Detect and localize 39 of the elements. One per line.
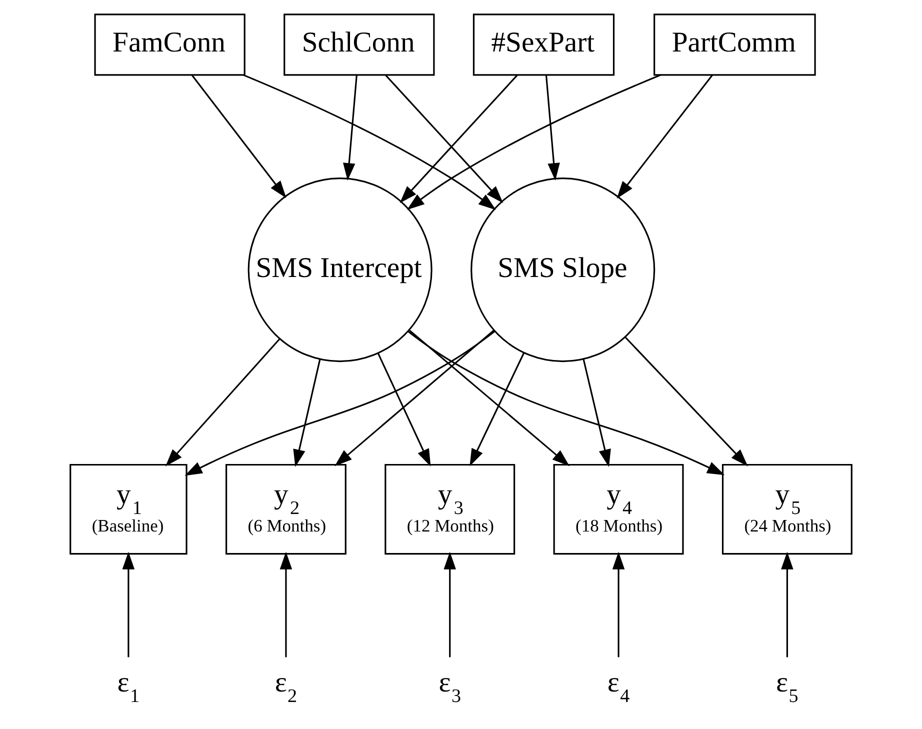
node-box: y$_{1}$ (Baseline) (70, 464, 188, 555)
arrow (545, 75, 560, 181)
node-box: y$_{5}$ (24 Months) (722, 464, 852, 555)
node-box: FamConn (94, 14, 246, 76)
node-box: y$_{2}$ (6 Months) (226, 464, 346, 555)
node-circle: SMS Intercept (248, 178, 432, 362)
node-text: ε$_{2}$ (274, 666, 298, 707)
arrow (616, 74, 713, 199)
node-circle: SMS Slope (470, 178, 656, 362)
arrow (343, 75, 358, 181)
arrow (385, 74, 504, 204)
node-box: y$_{4}$ (18 Months) (553, 464, 684, 555)
arrow (400, 74, 518, 204)
node-box: #SexPart (472, 14, 615, 76)
node-box: PartComm (654, 14, 816, 76)
arrow (781, 552, 794, 658)
arrow (406, 74, 661, 210)
node-text: ε$_{4}$ (607, 666, 630, 707)
arrow (334, 330, 494, 466)
node-text: ε$_{3}$ (438, 666, 461, 707)
node-text: ε$_{5}$ (776, 666, 798, 707)
arrow (624, 336, 748, 466)
node-box: y$_{3}$ (12 Months) (384, 464, 516, 555)
arrow (243, 74, 496, 210)
arrow (612, 552, 625, 658)
arrow (184, 330, 496, 476)
arrow (191, 74, 286, 198)
arrow (444, 552, 456, 658)
arrow (470, 352, 525, 466)
arrow (165, 338, 280, 466)
arrow (582, 359, 611, 467)
arrow (122, 552, 135, 658)
arrow (280, 552, 292, 658)
arrow (407, 330, 725, 476)
node-box: SchlConn (284, 14, 435, 76)
node-text: ε$_{1}$ (117, 666, 140, 707)
arrow (293, 359, 321, 468)
arrow (409, 330, 570, 466)
arrow (377, 353, 431, 467)
